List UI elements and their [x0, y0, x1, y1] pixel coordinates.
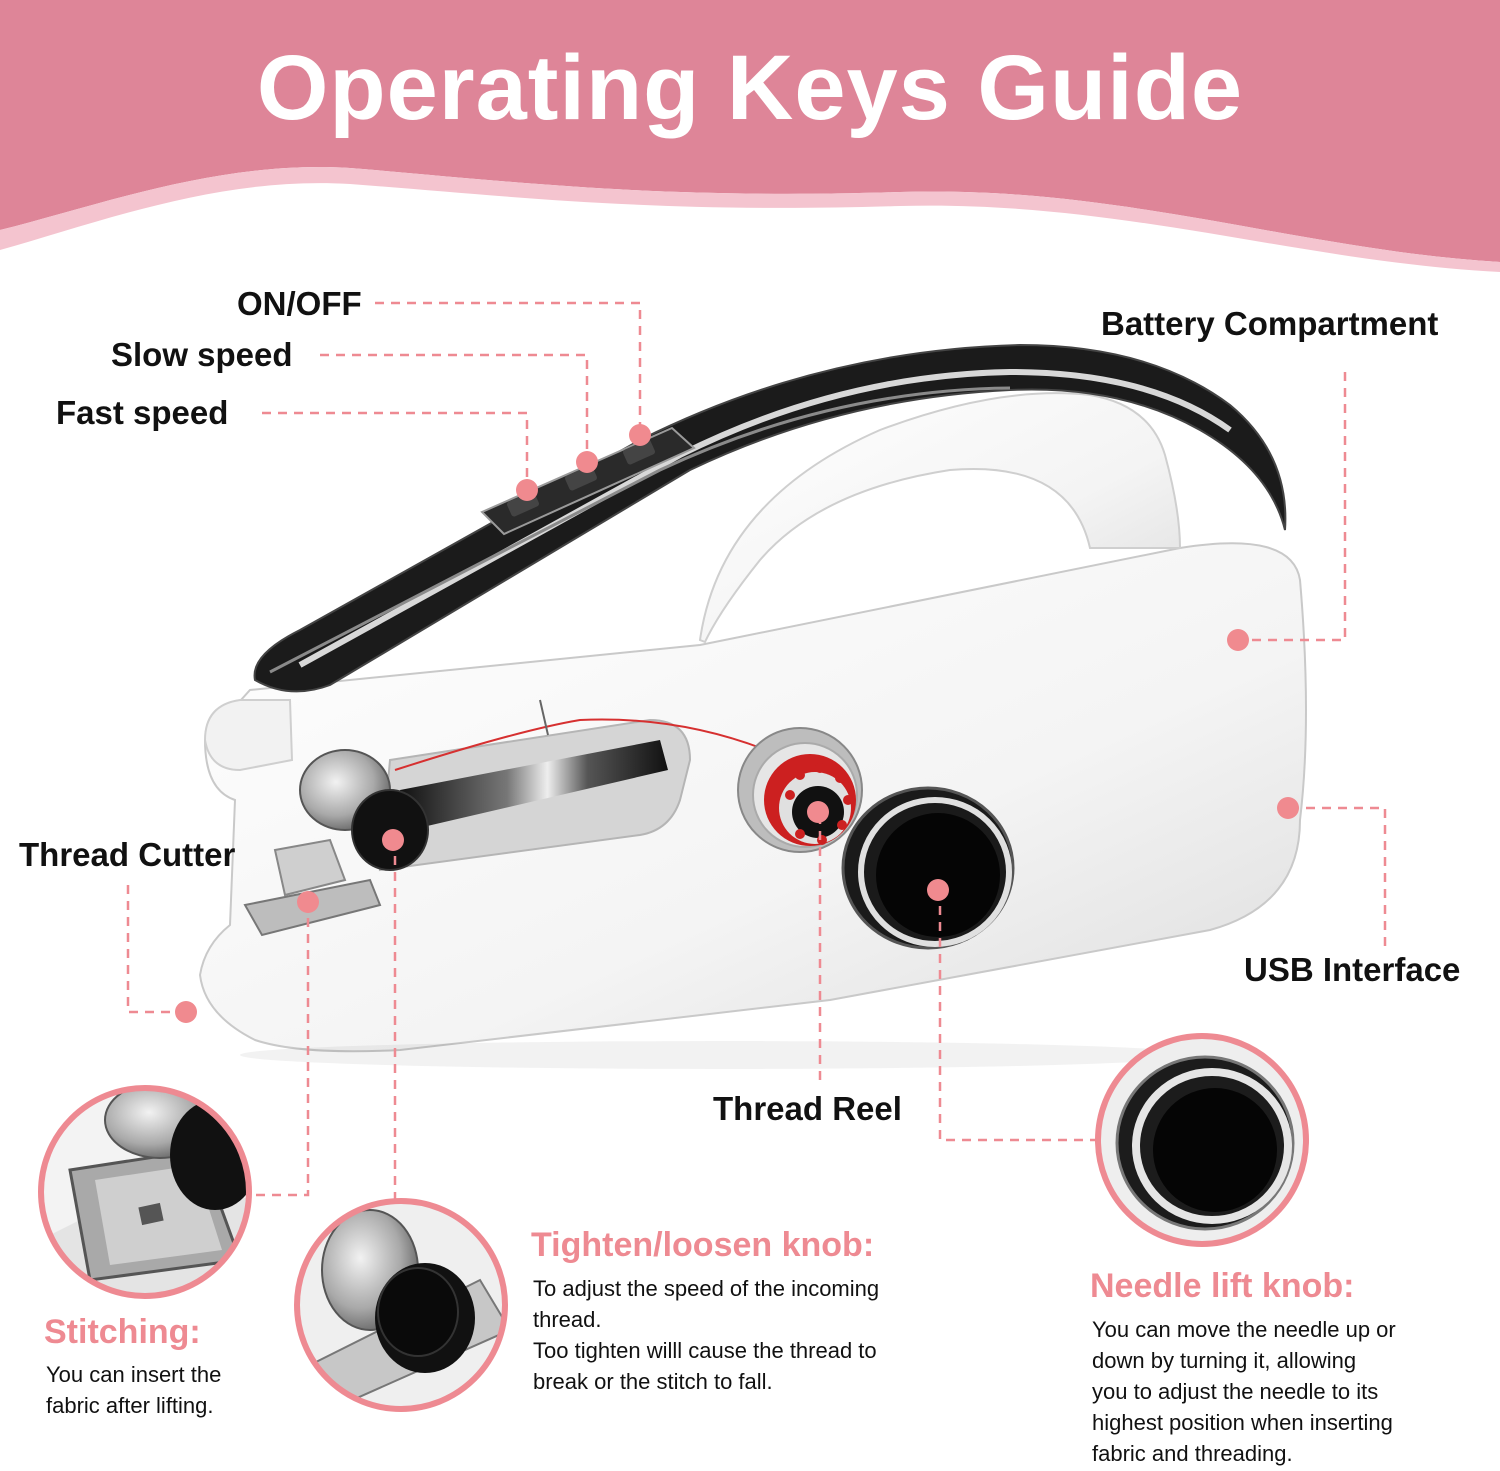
- usb-interface-label: USB Interface: [1244, 951, 1461, 988]
- needle-lift-description: You can move the needle up or down by tu…: [1092, 1317, 1396, 1466]
- sewing-machine-icon: [198, 343, 1307, 1069]
- tighten-knob-heading: Tighten/loosen knob:: [531, 1226, 875, 1264]
- battery-compartment-label: Battery Compartment: [1101, 305, 1439, 342]
- fast-speed-label: Fast speed: [56, 394, 229, 431]
- marker-dots: [175, 424, 1299, 1023]
- page-title: Operating Keys Guide: [256, 37, 1244, 139]
- slow-speed-label: Slow speed: [111, 336, 293, 373]
- thread-reel-label: Thread Reel: [713, 1090, 902, 1127]
- header-banner: [0, 0, 1500, 272]
- needle-lift-heading: Needle lift knob:: [1090, 1267, 1355, 1305]
- presser-foot-closeup-icon: [38, 1085, 252, 1299]
- needle-lift-knob-closeup-icon: [1095, 1033, 1309, 1247]
- stitching-heading: Stitching:: [44, 1313, 201, 1351]
- tighten-knob-description: To adjust the speed of the incoming thre…: [533, 1276, 880, 1394]
- tension-knob-closeup-icon: [294, 1198, 508, 1412]
- stitching-description: You can insert the fabric after lifting.: [46, 1362, 222, 1418]
- thread-cutter-label: Thread Cutter: [19, 836, 236, 873]
- leader-lines: [126, 301, 1387, 1200]
- on-off-label: ON/OFF: [237, 285, 362, 322]
